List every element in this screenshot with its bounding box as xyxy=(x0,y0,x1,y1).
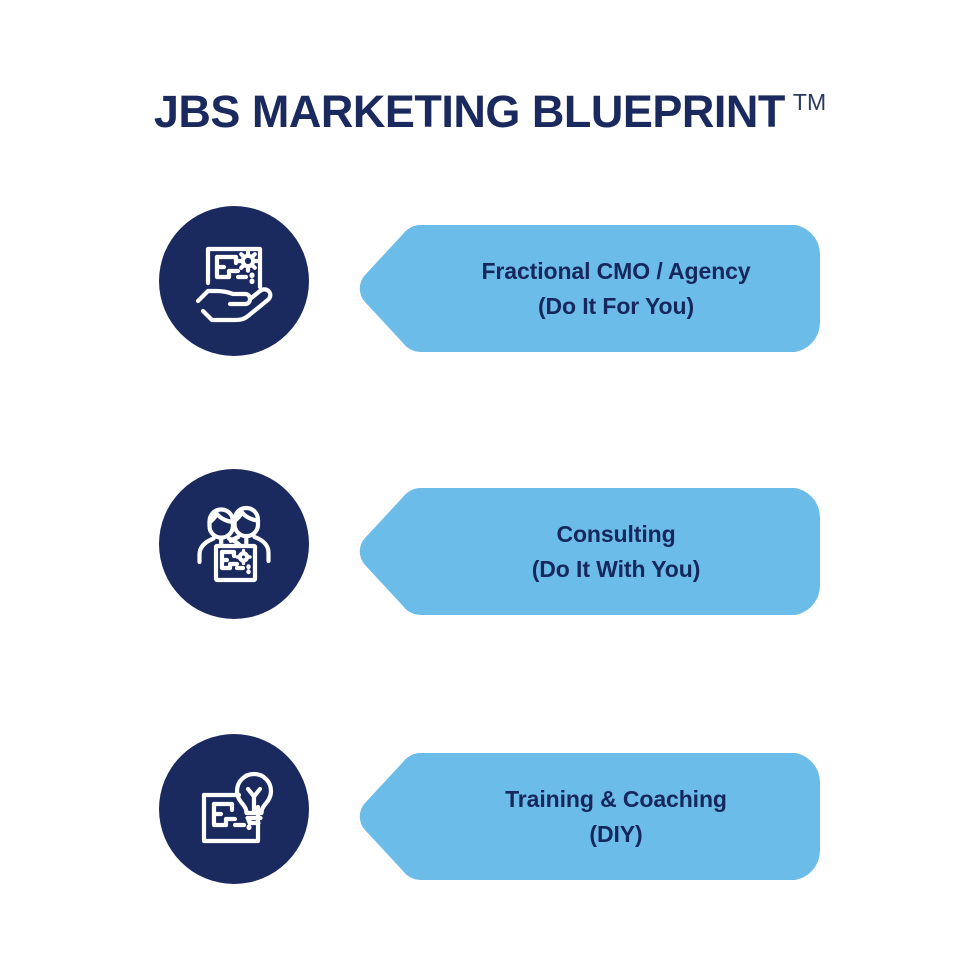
banner-shape xyxy=(359,752,821,881)
blueprint-row: Consulting (Do It With You) xyxy=(0,463,980,623)
two-people-blueprint-gear-icon xyxy=(186,496,282,592)
page-title-text: JBS MARKETING BLUEPRINT xyxy=(153,86,786,137)
blueprint-row: Fractional CMO / Agency (Do It For You) xyxy=(0,200,980,360)
blueprint-row: Training & Coaching (DIY) xyxy=(0,728,980,888)
icon-circle-training-coaching xyxy=(159,734,309,884)
blueprint-lightbulb-icon xyxy=(186,761,282,857)
icon-circle-fractional-cmo xyxy=(159,206,309,356)
trademark-symbol: TM xyxy=(792,88,827,115)
icon-circle-consulting xyxy=(159,469,309,619)
banner-shape xyxy=(359,487,821,616)
banner-fractional-cmo[interactable]: Fractional CMO / Agency (Do It For You) xyxy=(355,220,825,357)
banner-training-coaching[interactable]: Training & Coaching (DIY) xyxy=(355,748,825,885)
banner-shape xyxy=(359,224,821,353)
hand-holding-blueprint-gear-icon xyxy=(186,233,282,329)
banner-consulting[interactable]: Consulting (Do It With You) xyxy=(355,483,825,620)
